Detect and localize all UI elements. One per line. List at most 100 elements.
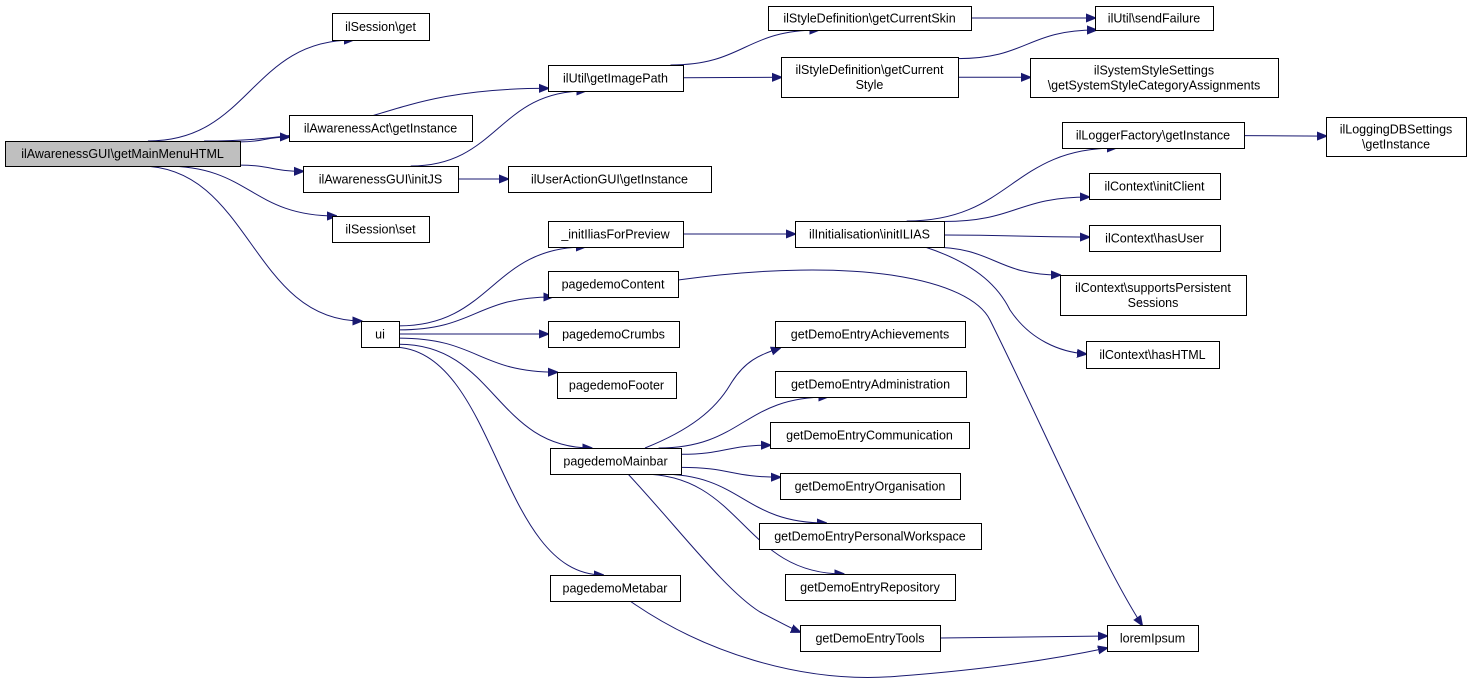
node-label: ui (375, 328, 385, 342)
node-box (1086, 341, 1220, 369)
node-label: ilInitialisation\initILIAS (809, 228, 930, 242)
node-label: Style (856, 78, 884, 92)
node-loggingdb[interactable]: ilLoggingDBSettings\getInstance (1326, 117, 1467, 157)
node-demo-repository[interactable]: getDemoEntryRepository (785, 574, 956, 601)
node-box (780, 473, 961, 500)
node-box (361, 321, 400, 348)
node-box (1107, 625, 1199, 652)
edge-loggerfactory-to-loggingdb (1243, 136, 1326, 137)
node-awarenessgui-initjs[interactable]: ilAwarenessGUI\initJS (303, 166, 459, 193)
node-box (548, 221, 684, 248)
node-context-hashtml[interactable]: ilContext\hasHTML (1086, 341, 1220, 369)
node-label: ilStyleDefinition\getCurrentSkin (783, 12, 955, 26)
edge-pagedemo-metabar-to-loremipsum (629, 600, 1107, 678)
node-demo-personal[interactable]: getDemoEntryPersonalWorkspace (759, 523, 982, 550)
node-label: loremIpsum (1120, 632, 1185, 646)
edge-initialisation-to-loggerfactory (906, 148, 1116, 222)
node-pagedemo-crumbs[interactable]: pagedemoCrumbs (548, 321, 680, 348)
node-box (1089, 173, 1221, 200)
node-initilias-preview[interactable]: _initIliasForPreview (548, 221, 684, 248)
edge-ui-to-pagedemo-metabar (391, 346, 603, 575)
edge-ui-to-initilias-preview (398, 247, 585, 327)
node-label: ilContext\hasUser (1105, 232, 1204, 246)
nodes-layer: ilAwarenessGUI\getMainMenuHTML ilSession\… (5, 6, 1467, 652)
node-label: ilSession\set (345, 223, 416, 237)
node-util-getimagepath[interactable]: ilUtil\getImagePath (548, 65, 684, 92)
node-context-initclient[interactable]: ilContext\initClient (1089, 173, 1221, 200)
edge-ui-to-pagedemo-content (398, 297, 552, 331)
node-session-set[interactable]: ilSession\set (332, 216, 430, 243)
node-label: getDemoEntryCommunication (786, 429, 953, 443)
edge-pagedemo-mainbar-to-demo-repository (641, 473, 844, 574)
node-box (289, 115, 473, 142)
node-label: getDemoEntryAchievements (791, 328, 949, 342)
node-box (770, 422, 970, 449)
node-context-hasuser[interactable]: ilContext\hasUser (1089, 225, 1221, 252)
node-pagedemo-mainbar[interactable]: pagedemoMainbar (550, 448, 682, 475)
node-box (768, 6, 972, 31)
node-box (785, 574, 956, 601)
edge-root-to-awarenessgui-initjs (239, 164, 303, 171)
edge-pagedemo-mainbar-to-demo-tools (627, 473, 800, 632)
node-label: ilUtil\sendFailure (1108, 12, 1200, 26)
node-box (550, 575, 681, 602)
node-awarenessact-getinstance[interactable]: ilAwarenessAct\getInstance (289, 115, 473, 142)
node-session-get[interactable]: ilSession\get (332, 13, 430, 41)
node-box (1095, 6, 1214, 31)
node-root[interactable]: ilAwarenessGUI\getMainMenuHTML (5, 141, 241, 167)
node-label: ilAwarenessAct\getInstance (304, 122, 457, 136)
node-util-sendfailure[interactable]: ilUtil\sendFailure (1095, 6, 1214, 31)
node-pagedemo-footer[interactable]: pagedemoFooter (557, 372, 677, 399)
node-demo-communication[interactable]: getDemoEntryCommunication (770, 422, 970, 449)
node-useractiongui[interactable]: ilUserActionGUI\getInstance (508, 166, 712, 193)
edge-awarenessgui-initjs-to-util-getimagepath (410, 91, 586, 167)
edge-pagedemo-mainbar-to-demo-personal (659, 473, 826, 523)
node-demo-organisation[interactable]: getDemoEntryOrganisation (780, 473, 961, 500)
edge-initialisation-to-context-hasuser (943, 235, 1089, 237)
node-loggerfactory[interactable]: ilLoggerFactory\getInstance (1062, 122, 1245, 149)
node-label: ilLoggingDBSettings (1340, 123, 1453, 137)
node-pagedemo-metabar[interactable]: pagedemoMetabar (550, 575, 681, 602)
node-label: ilAwarenessGUI\getMainMenuHTML (21, 147, 224, 161)
node-label: pagedemoMetabar (563, 582, 668, 596)
node-initialisation[interactable]: ilInitialisation\initILIAS (795, 221, 945, 248)
node-demo-tools[interactable]: getDemoEntryTools (800, 625, 941, 652)
node-box (795, 221, 945, 248)
node-box (1089, 225, 1221, 252)
edge-root-to-util-getimagepath (204, 88, 548, 142)
node-label: ilSession\get (345, 20, 416, 34)
edge-pagedemo-mainbar-to-demo-achievements (644, 348, 780, 449)
edge-util-getimagepath-to-style-getcurrentskin (670, 30, 819, 66)
node-label: ilUserActionGUI\getInstance (531, 173, 688, 187)
edge-ui-to-pagedemo-footer (398, 337, 557, 372)
node-demo-administration[interactable]: getDemoEntryAdministration (775, 371, 967, 398)
node-box (1326, 117, 1467, 157)
node-box (548, 321, 680, 348)
node-box (759, 523, 982, 550)
node-systemstyle[interactable]: ilSystemStyleSettings\getSystemStyleCate… (1030, 58, 1279, 98)
node-ui[interactable]: ui (361, 321, 400, 348)
node-box (781, 57, 959, 98)
node-label: getDemoEntryOrganisation (795, 480, 946, 494)
node-label: getDemoEntryAdministration (791, 378, 950, 392)
node-loremipsum[interactable]: loremIpsum (1107, 625, 1199, 652)
node-label: pagedemoCrumbs (562, 328, 665, 342)
node-label: pagedemoContent (562, 278, 665, 292)
node-box (548, 65, 684, 92)
edge-pagedemo-mainbar-to-demo-organisation (680, 466, 780, 477)
node-demo-achievements[interactable]: getDemoEntryAchievements (775, 321, 966, 348)
node-box (548, 271, 679, 298)
node-style-getcurrentskin[interactable]: ilStyleDefinition\getCurrentSkin (768, 6, 972, 31)
edge-pagedemo-mainbar-to-demo-communication (680, 445, 770, 455)
node-label: getDemoEntryPersonalWorkspace (774, 530, 966, 544)
edge-ui-to-pagedemo-mainbar (398, 343, 591, 448)
edge-root-to-ui (140, 165, 361, 321)
node-label: ilContext\initClient (1104, 180, 1205, 194)
node-box (332, 13, 430, 41)
node-label: ilContext\supportsPersistent (1075, 281, 1231, 295)
node-pagedemo-content[interactable]: pagedemoContent (548, 271, 679, 298)
node-label: \getSystemStyleCategoryAssignments (1048, 79, 1261, 93)
node-box (557, 372, 677, 399)
